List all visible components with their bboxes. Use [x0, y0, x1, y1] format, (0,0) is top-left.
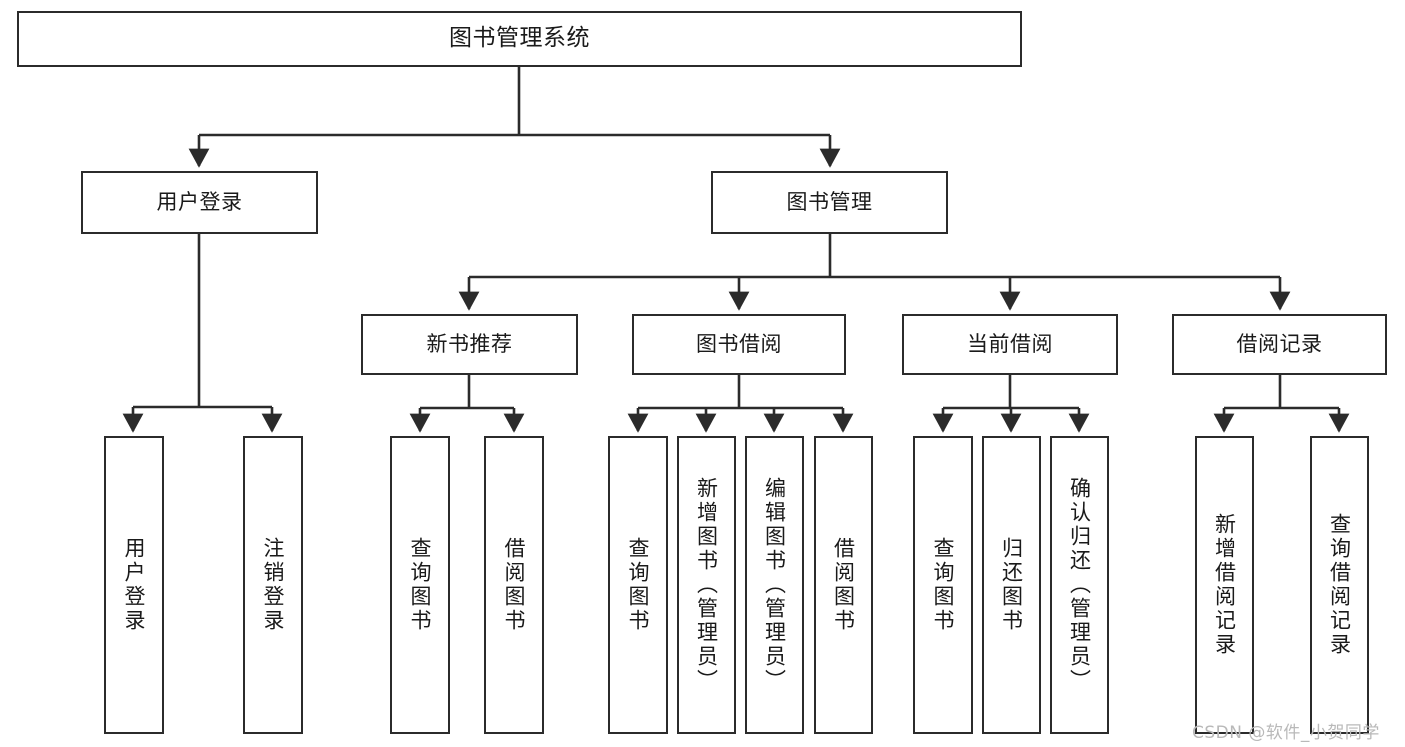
node-leaf-borrow-book-recommend[interactable]: 借阅图书: [484, 436, 544, 734]
node-leaf-query-borrow-record[interactable]: 查询借阅记录: [1310, 436, 1369, 734]
node-user-login[interactable]: 用户登录: [81, 171, 318, 234]
node-label: 查询图书: [626, 537, 651, 633]
node-label: 确认归还（管理员）: [1067, 477, 1092, 693]
node-label: 查询图书: [408, 537, 433, 633]
node-label: 编辑图书（管理员）: [762, 477, 787, 693]
node-label: 查询借阅记录: [1327, 513, 1352, 657]
node-leaf-borrow-book[interactable]: 借阅图书: [814, 436, 873, 734]
node-label: 借阅图书: [831, 537, 856, 633]
csdn-watermark: CSDN @软件_小贺同学: [1192, 723, 1380, 743]
node-label: 用户登录: [156, 190, 243, 215]
node-leaf-logout[interactable]: 注销登录: [243, 436, 303, 734]
node-leaf-return-book[interactable]: 归还图书: [982, 436, 1041, 734]
node-label: 图书借阅: [696, 332, 782, 357]
node-label: 新增借阅记录: [1212, 513, 1237, 657]
node-current-borrow[interactable]: 当前借阅: [902, 314, 1118, 375]
node-label: 归还图书: [999, 537, 1024, 633]
node-book-borrow[interactable]: 图书借阅: [632, 314, 846, 375]
node-leaf-query-book-current[interactable]: 查询图书: [913, 436, 973, 734]
node-leaf-query-book-borrow[interactable]: 查询图书: [608, 436, 668, 734]
node-leaf-user-login[interactable]: 用户登录: [104, 436, 164, 734]
node-label: 新增图书（管理员）: [694, 477, 719, 693]
node-leaf-add-book-admin[interactable]: 新增图书（管理员）: [677, 436, 736, 734]
node-leaf-add-borrow-record[interactable]: 新增借阅记录: [1195, 436, 1254, 734]
node-label: 查询图书: [931, 537, 956, 633]
node-leaf-edit-book-admin[interactable]: 编辑图书（管理员）: [745, 436, 804, 734]
node-label: 借阅记录: [1236, 332, 1323, 357]
node-label: 新书推荐: [426, 332, 513, 357]
node-label: 当前借阅: [967, 332, 1053, 357]
node-new-book-recommend[interactable]: 新书推荐: [361, 314, 578, 375]
node-root-book-management-system[interactable]: 图书管理系统: [17, 11, 1022, 67]
node-label: 用户登录: [122, 537, 147, 633]
node-label: 图书管理系统: [449, 25, 590, 52]
node-book-management[interactable]: 图书管理: [711, 171, 948, 234]
node-borrow-record[interactable]: 借阅记录: [1172, 314, 1387, 375]
node-label: 借阅图书: [502, 537, 527, 633]
node-leaf-confirm-return-admin[interactable]: 确认归还（管理员）: [1050, 436, 1109, 734]
node-label: 注销登录: [261, 537, 286, 633]
node-leaf-query-book-recommend[interactable]: 查询图书: [390, 436, 450, 734]
node-label: 图书管理: [786, 190, 873, 215]
